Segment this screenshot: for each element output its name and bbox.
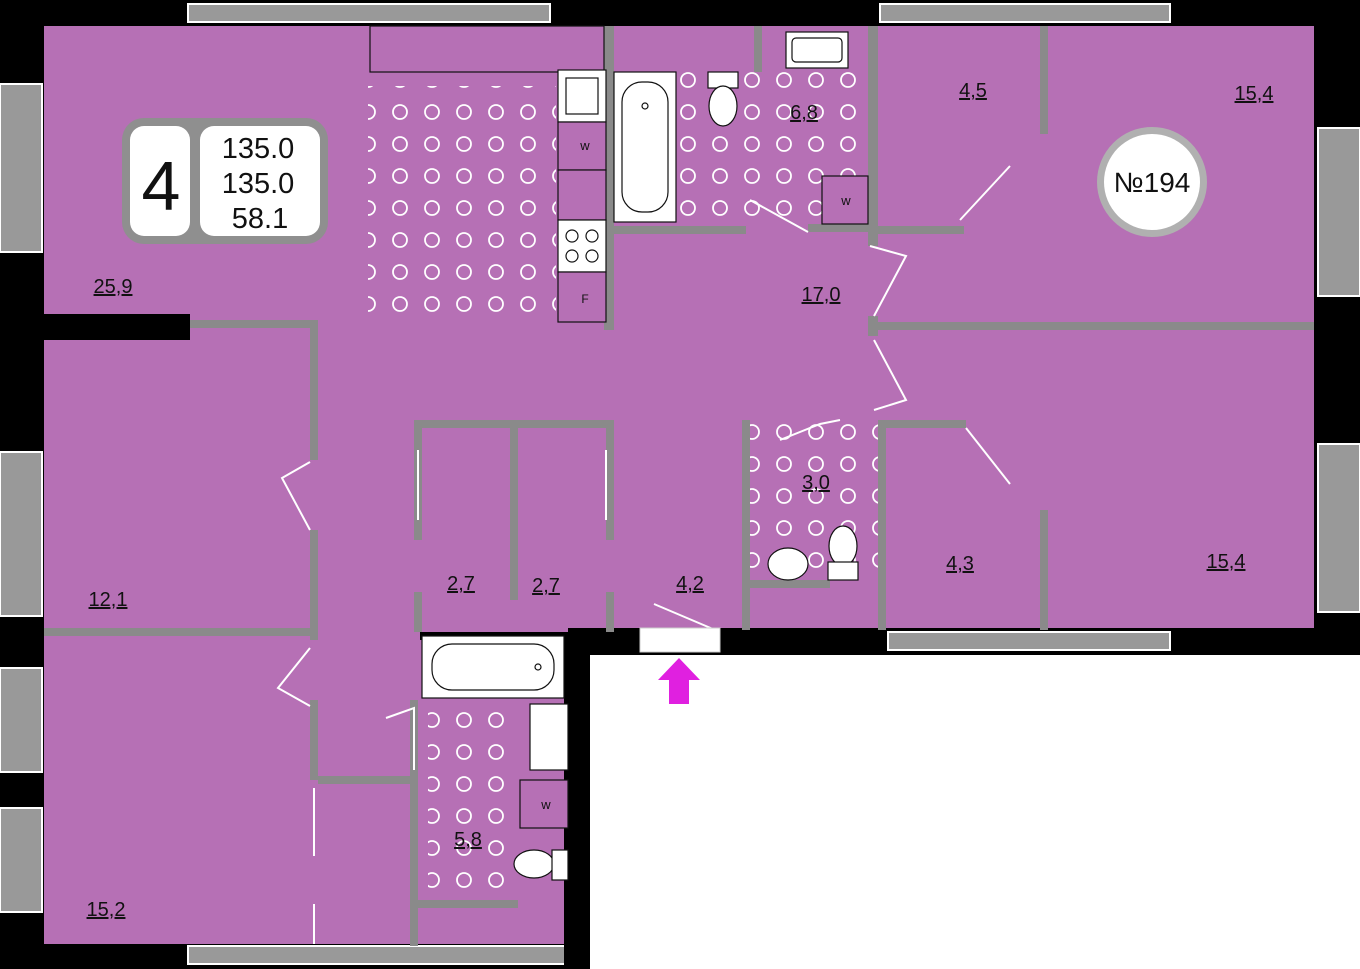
room-area-label: 4,2 bbox=[676, 573, 704, 595]
washer-bottom: w bbox=[519, 779, 569, 829]
room-area-label: 3,0 bbox=[802, 472, 830, 494]
sink-bottom bbox=[529, 703, 569, 771]
sink-wc bbox=[767, 547, 809, 581]
apartment-number-badge: №194 bbox=[1097, 127, 1207, 237]
washer-label-bath-top: w bbox=[840, 193, 851, 208]
room-area-label: 4,3 bbox=[946, 553, 974, 575]
windows bbox=[0, 3, 1360, 965]
apartment-number: №194 bbox=[1114, 167, 1191, 198]
entrance-arrow-icon bbox=[658, 658, 700, 704]
bathtub-top bbox=[613, 71, 677, 223]
room-area-label: 17,0 bbox=[802, 284, 841, 306]
room-area-label: 6,8 bbox=[790, 102, 818, 124]
sink-top bbox=[785, 31, 849, 69]
rooms-count: 4 bbox=[142, 147, 181, 225]
room-area-label: 15,4 bbox=[1207, 551, 1246, 573]
toilet-wc bbox=[827, 525, 859, 581]
interior-walls bbox=[44, 26, 1314, 969]
room-area-label: 5,8 bbox=[454, 829, 482, 851]
room-area-label: 25,9 bbox=[94, 276, 133, 298]
room-area-label: 2,7 bbox=[447, 573, 475, 595]
room-area-label: 12,1 bbox=[89, 589, 128, 611]
room-area-label: 15,4 bbox=[1235, 83, 1274, 105]
washer-label-kitchen: w bbox=[579, 138, 590, 153]
toilet-bottom bbox=[513, 849, 569, 881]
bathtub-bottom bbox=[421, 635, 565, 699]
kitchen-counter bbox=[369, 25, 607, 323]
living-area: 58.1 bbox=[232, 203, 288, 235]
door-swings bbox=[276, 165, 1011, 944]
washer-label-bath-bottom: w bbox=[540, 797, 551, 812]
total-area-2: 135.0 bbox=[222, 168, 295, 200]
room-area-label: 15,2 bbox=[87, 899, 126, 921]
total-area: 135.0 bbox=[222, 133, 295, 165]
washer-top: w bbox=[821, 175, 869, 225]
room-labels: 25,9 6,8 4,5 15,4 17,0 12,1 3,0 2,7 2,7 … bbox=[87, 80, 1274, 921]
entrance-door bbox=[639, 627, 721, 653]
room-area-label: 4,5 bbox=[959, 80, 987, 102]
toilet-top bbox=[707, 71, 739, 127]
fridge-label: F bbox=[581, 292, 588, 306]
tile-areas bbox=[368, 64, 878, 900]
room-area-label: 2,7 bbox=[532, 575, 560, 597]
apartment-info-panel: 4 135.0 135.0 58.1 bbox=[122, 118, 328, 244]
